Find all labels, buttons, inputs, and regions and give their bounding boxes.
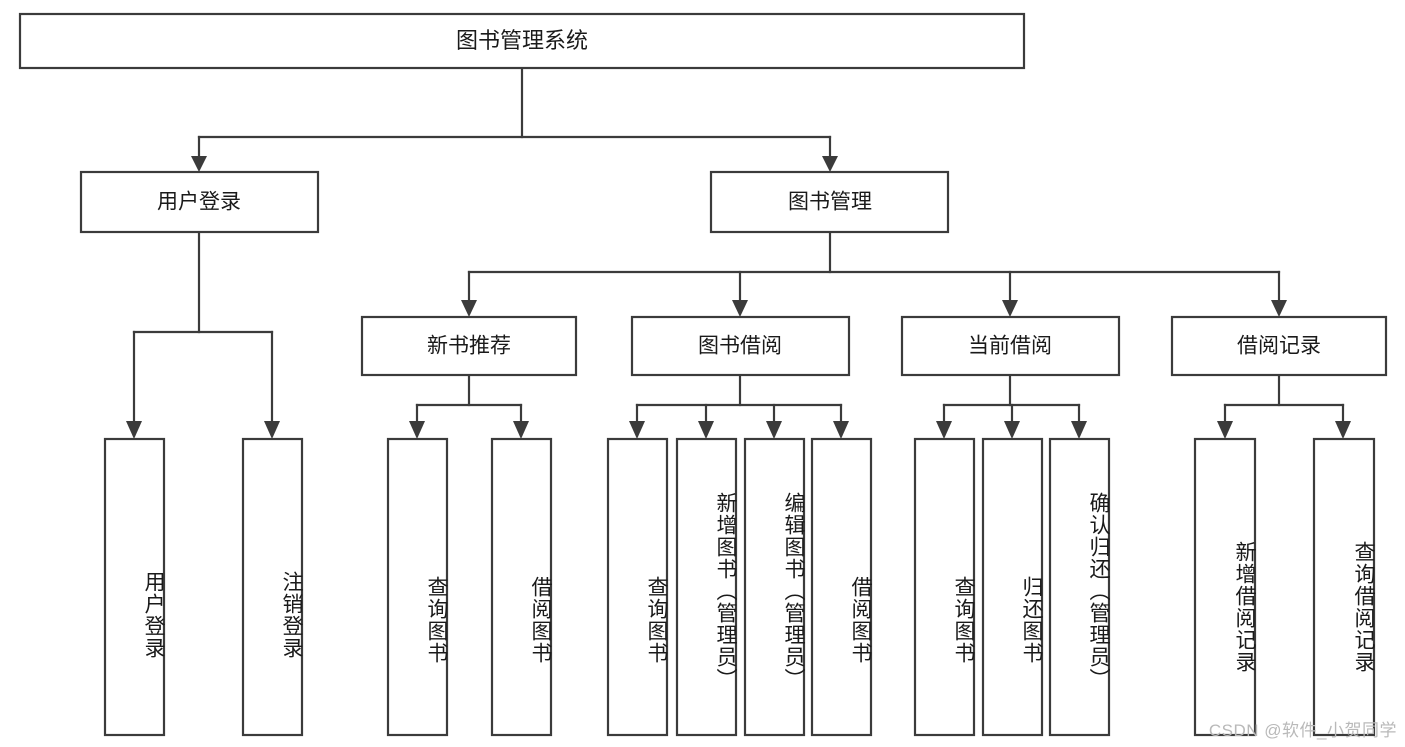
node-book-manage[interactable] bbox=[709, 170, 950, 234]
arrow-bookborrow-leaf-3 bbox=[766, 421, 782, 439]
arrow-to-bookborrow bbox=[732, 300, 748, 317]
arrow-bookborrow-leaf-1 bbox=[629, 421, 645, 439]
node-borrow-record[interactable] bbox=[1170, 315, 1388, 377]
node-leaf-current-borrow-2[interactable] bbox=[981, 437, 1044, 737]
connector-group bbox=[126, 66, 1351, 439]
arrow-borrowrecord-leaf-1 bbox=[1217, 421, 1233, 439]
node-book-borrow-label: 图书借阅 bbox=[698, 335, 782, 358]
node-leaf-current-borrow-3[interactable] bbox=[1048, 437, 1111, 737]
csdn-watermark: CSDN @软件_小贺同学 bbox=[1208, 721, 1397, 740]
arrow-newbook-leaf-1 bbox=[409, 421, 425, 439]
node-user-login-label: 用户登录 bbox=[157, 191, 241, 214]
node-leaf-current-borrow-1[interactable] bbox=[913, 437, 976, 737]
node-new-book-recommend[interactable] bbox=[360, 315, 578, 377]
node-borrow-record-label: 借阅记录 bbox=[1237, 335, 1321, 358]
arrow-bookborrow-leaf-4 bbox=[833, 421, 849, 439]
arrow-userlogin-leaf-2 bbox=[264, 421, 280, 439]
node-user-login[interactable] bbox=[79, 170, 320, 234]
arrow-to-book-manage bbox=[822, 156, 838, 172]
node-leaf-new-book-1[interactable] bbox=[386, 437, 449, 737]
node-leaf-borrow-record-1[interactable] bbox=[1193, 437, 1257, 737]
arrow-borrowrecord-leaf-2 bbox=[1335, 421, 1351, 439]
node-leaf-book-borrow-3[interactable] bbox=[743, 437, 806, 737]
arrow-currentborrow-leaf-3 bbox=[1071, 421, 1087, 439]
node-current-borrow[interactable] bbox=[900, 315, 1121, 377]
node-root-label: 图书管理系统 bbox=[456, 28, 588, 53]
node-leaf-book-borrow-4[interactable] bbox=[810, 437, 873, 737]
arrow-to-user-login bbox=[191, 156, 207, 172]
node-current-borrow-label: 当前借阅 bbox=[968, 335, 1052, 358]
node-leaf-user-login-2[interactable] bbox=[241, 437, 304, 737]
node-new-book-recommend-label: 新书推荐 bbox=[427, 335, 511, 358]
arrow-to-currentborrow bbox=[1002, 300, 1018, 317]
node-leaf-borrow-record-2[interactable] bbox=[1312, 437, 1376, 737]
node-leaf-book-borrow-2[interactable] bbox=[675, 437, 738, 737]
arrow-to-newbook bbox=[461, 300, 477, 317]
arrow-newbook-leaf-2 bbox=[513, 421, 529, 439]
arrow-currentborrow-leaf-2 bbox=[1004, 421, 1020, 439]
arrow-currentborrow-leaf-1 bbox=[936, 421, 952, 439]
node-book-manage-label: 图书管理 bbox=[788, 191, 872, 214]
node-leaf-new-book-2[interactable] bbox=[490, 437, 553, 737]
arrow-bookborrow-leaf-2 bbox=[698, 421, 714, 439]
arrow-to-borrowrecord bbox=[1271, 300, 1287, 317]
node-leaf-book-borrow-1[interactable] bbox=[606, 437, 669, 737]
arrow-userlogin-leaf-1 bbox=[126, 421, 142, 439]
node-book-borrow[interactable] bbox=[630, 315, 851, 377]
node-leaf-user-login-1[interactable] bbox=[103, 437, 166, 737]
node-root[interactable] bbox=[18, 12, 1026, 70]
